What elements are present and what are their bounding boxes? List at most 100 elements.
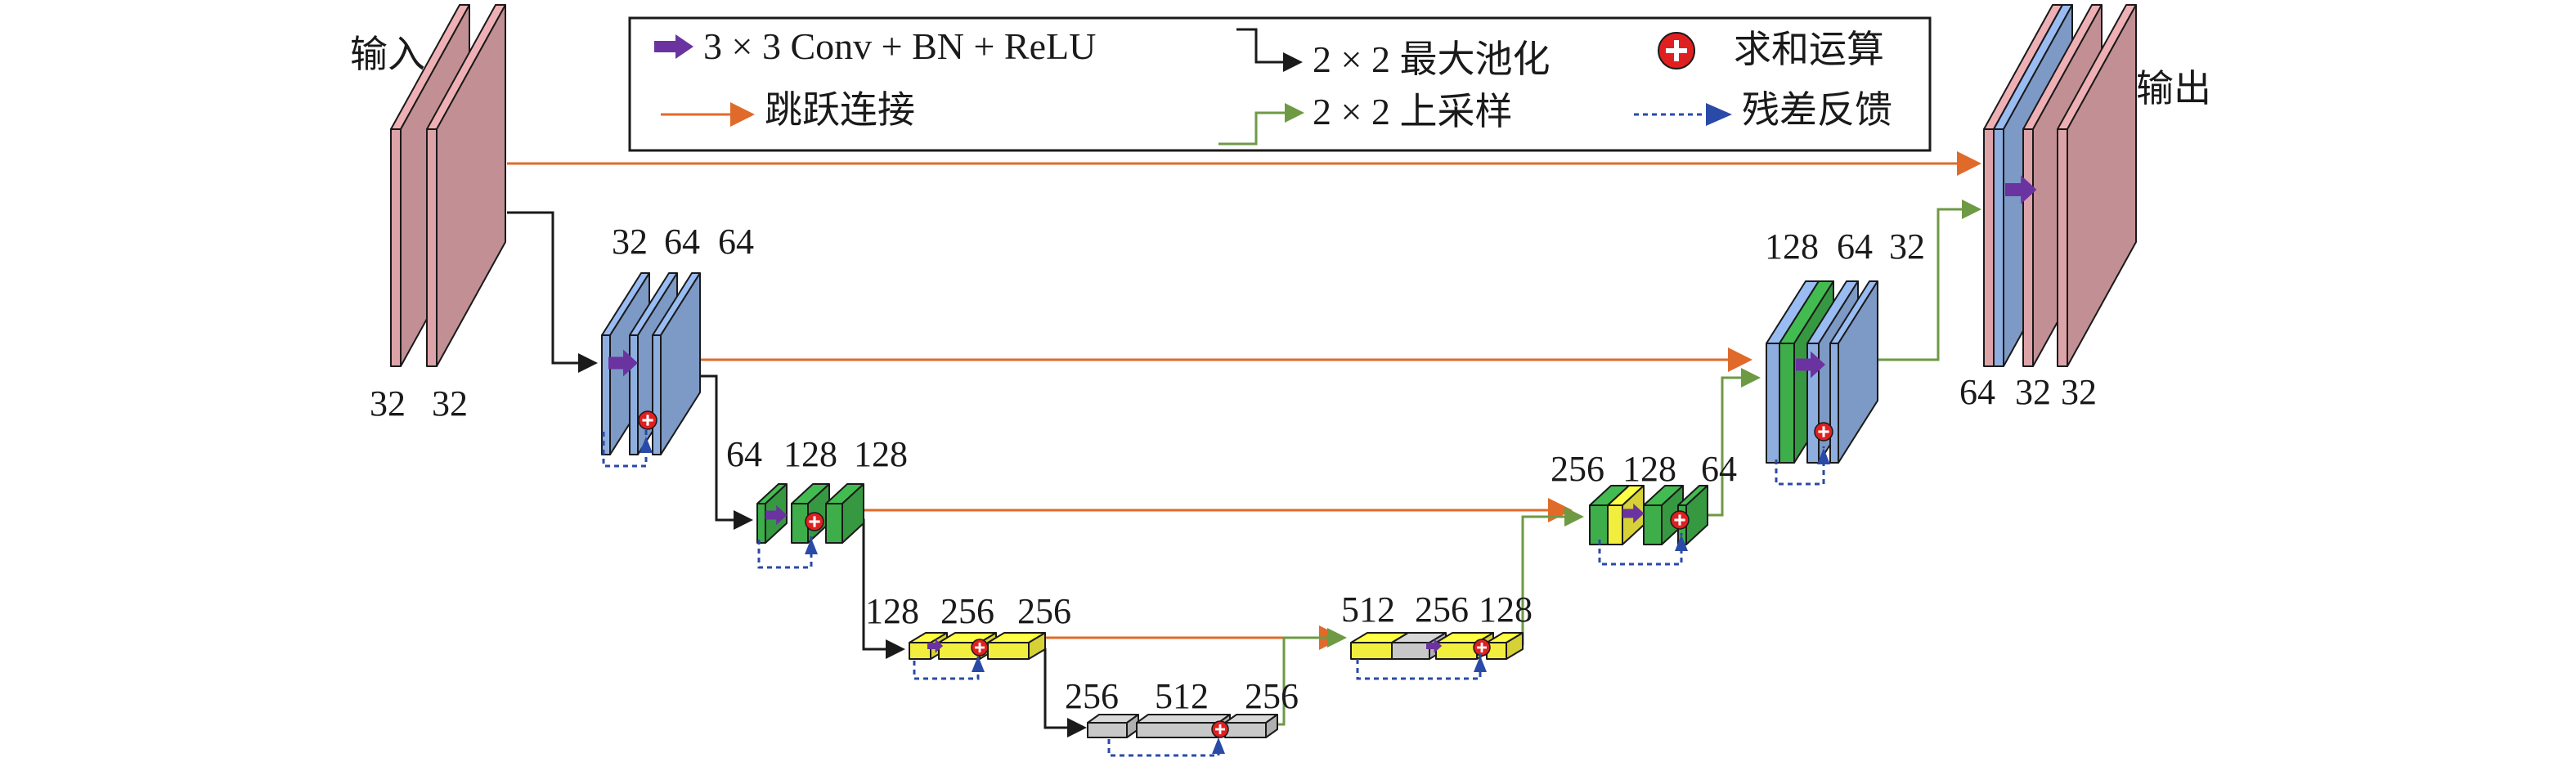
block-icons — [608, 175, 2037, 754]
residual-loop-enc4 — [913, 654, 980, 680]
ch-dec3-2: 64 — [1701, 449, 1737, 489]
legend-upsample-label: 2 × 2 上采样 — [1313, 91, 1512, 132]
residual-head-enc2 — [640, 437, 653, 453]
dec3-slab-0-front — [1589, 504, 1609, 545]
legend-upsample-icon — [1218, 103, 1304, 146]
conv-arrow-enc2 — [608, 349, 638, 377]
dec4-slab-3 — [1486, 632, 1524, 660]
sum-icon-enc2 — [638, 410, 657, 430]
dec3-slab-2-front — [1643, 504, 1663, 545]
ch-dec4-0: 512 — [1341, 589, 1395, 630]
ch-dec1-1: 32 — [2015, 372, 2051, 412]
output-label: 输出 — [2136, 68, 2211, 110]
dec3-slab-1-front — [1607, 504, 1623, 545]
ch-dec3-1: 128 — [1622, 449, 1676, 489]
conv-arrow-dec3-head — [1633, 503, 1645, 524]
ch-bottleneck-0: 256 — [1065, 676, 1119, 716]
dec2-slab-3-front — [1829, 343, 1839, 464]
sum-icon-dec4-vbar — [1480, 643, 1483, 652]
ch-enc2-1: 64 — [664, 222, 700, 262]
ch-enc4-1: 256 — [940, 591, 994, 631]
skip-connections — [507, 151, 1981, 650]
conv-arrow-enc4-shaft — [927, 643, 937, 649]
residual-loop-dec4 — [1356, 654, 1482, 680]
conv-arrow-enc3 — [765, 504, 788, 526]
feature-maps — [390, 4, 2137, 738]
sum-icon-enc2-vbar — [646, 415, 649, 426]
legend: 3 × 3 Conv + BN + ReLU 2 × 2 最大池化 求和运算 跳… — [628, 16, 1932, 152]
legend-residual-icon — [1634, 103, 1732, 126]
conv-arrow-dec3 — [1622, 503, 1645, 524]
legend-maxpool-icon — [1236, 28, 1303, 72]
enc4-slab-1-front — [938, 642, 981, 660]
sum-icon-enc4 — [971, 639, 989, 657]
residual-head-enc4 — [972, 656, 985, 672]
residual-loop-bottleneck — [1107, 739, 1220, 757]
dec1-slab-1-front — [1993, 128, 2004, 367]
upsample-arrow-3 — [1704, 368, 1761, 517]
ch-enc3-2: 128 — [854, 434, 908, 474]
sum-icon-dec3 — [1670, 510, 1690, 530]
ch-enc2-2: 64 — [718, 222, 754, 262]
dec2-slab-0-front — [1766, 343, 1780, 464]
ch-enc2-0: 32 — [612, 222, 648, 262]
bottleneck-slab-0 — [1087, 714, 1139, 738]
residual-loop-dec3 — [1598, 533, 1683, 566]
dec4-slab-2-front — [1435, 642, 1478, 660]
enc3-slab-0-front — [756, 503, 766, 544]
ch-bottleneck-1: 512 — [1155, 676, 1209, 716]
legend-skip-label: 跳跃连接 — [765, 89, 915, 131]
dec1-slab-3 — [2057, 4, 2137, 367]
dec4-slab-1 — [1391, 632, 1447, 660]
enc1-slab-1-front — [426, 128, 438, 367]
legend-box — [628, 16, 1932, 152]
ch-dec2-1: 64 — [1837, 226, 1873, 267]
dec2-slab-1-front — [1779, 343, 1795, 464]
conv-arrow-dec2-head — [1811, 351, 1825, 379]
bottleneck-slab-2-front — [1224, 722, 1267, 738]
enc3-slab-2 — [825, 483, 864, 544]
enc4-slab-2-front — [987, 642, 1030, 660]
dec4-slab-1-front — [1391, 642, 1430, 660]
sum-icon-bottleneck-vbar — [1218, 724, 1222, 734]
ch-dec4-2: 128 — [1479, 589, 1533, 630]
legend-maxpool-label: 2 × 2 最大池化 — [1313, 38, 1550, 80]
dec1-slab-0-front — [1983, 128, 1995, 367]
conv-arrow-enc2-head — [623, 349, 638, 377]
ch-dec1-2: 32 — [2061, 372, 2097, 412]
ch-dec2-2: 32 — [1889, 226, 1925, 267]
conv-arrow-enc3-head — [776, 504, 788, 526]
channel-labels: 32 32 32 64 64 64 128 128 128 256 256 25… — [370, 222, 2097, 716]
sum-icon-dec2 — [1814, 422, 1833, 442]
enc3-slab-2-front — [825, 503, 843, 544]
enc2-slab-0-front — [601, 334, 611, 455]
ch-enc3-0: 64 — [726, 434, 762, 474]
ch-dec2-0: 128 — [1765, 226, 1819, 267]
ch-dec4-1: 256 — [1415, 589, 1469, 630]
sum-icon-dec2-vbar — [1822, 426, 1825, 437]
conv-arrow-dec1-head — [2021, 175, 2037, 204]
sum-icon-bottleneck — [1211, 720, 1229, 738]
residual-loop-enc3 — [757, 536, 813, 569]
dec1-slab-2-front — [2022, 128, 2034, 367]
residual-loop-enc2 — [602, 427, 648, 468]
bottleneck-slab-2 — [1224, 714, 1278, 738]
dec4-slab-0-front — [1350, 642, 1393, 660]
ch-dec3-0: 256 — [1551, 449, 1604, 489]
enc2-slab-2-front — [652, 334, 662, 455]
conv-arrow-dec2-shaft — [1796, 358, 1813, 371]
ch-enc4-0: 128 — [865, 591, 919, 631]
maxpool-arrow-1 — [507, 211, 598, 373]
ch-enc4-2: 256 — [1017, 591, 1071, 631]
conv-arrow-enc4-head — [935, 639, 944, 653]
ch-enc1-0: 32 — [370, 383, 406, 424]
conv-arrow-dec4-head — [1434, 639, 1443, 653]
bottleneck-slab-1-front — [1136, 722, 1219, 738]
enc3-slab-0 — [756, 483, 788, 544]
legend-sum-label: 求和运算 — [1734, 29, 1884, 70]
enc1-slab-0-front — [390, 128, 402, 367]
sum-icon-dec4 — [1473, 639, 1491, 657]
sum-icon-enc3 — [805, 512, 824, 531]
sum-icon-enc4-vbar — [978, 643, 981, 652]
